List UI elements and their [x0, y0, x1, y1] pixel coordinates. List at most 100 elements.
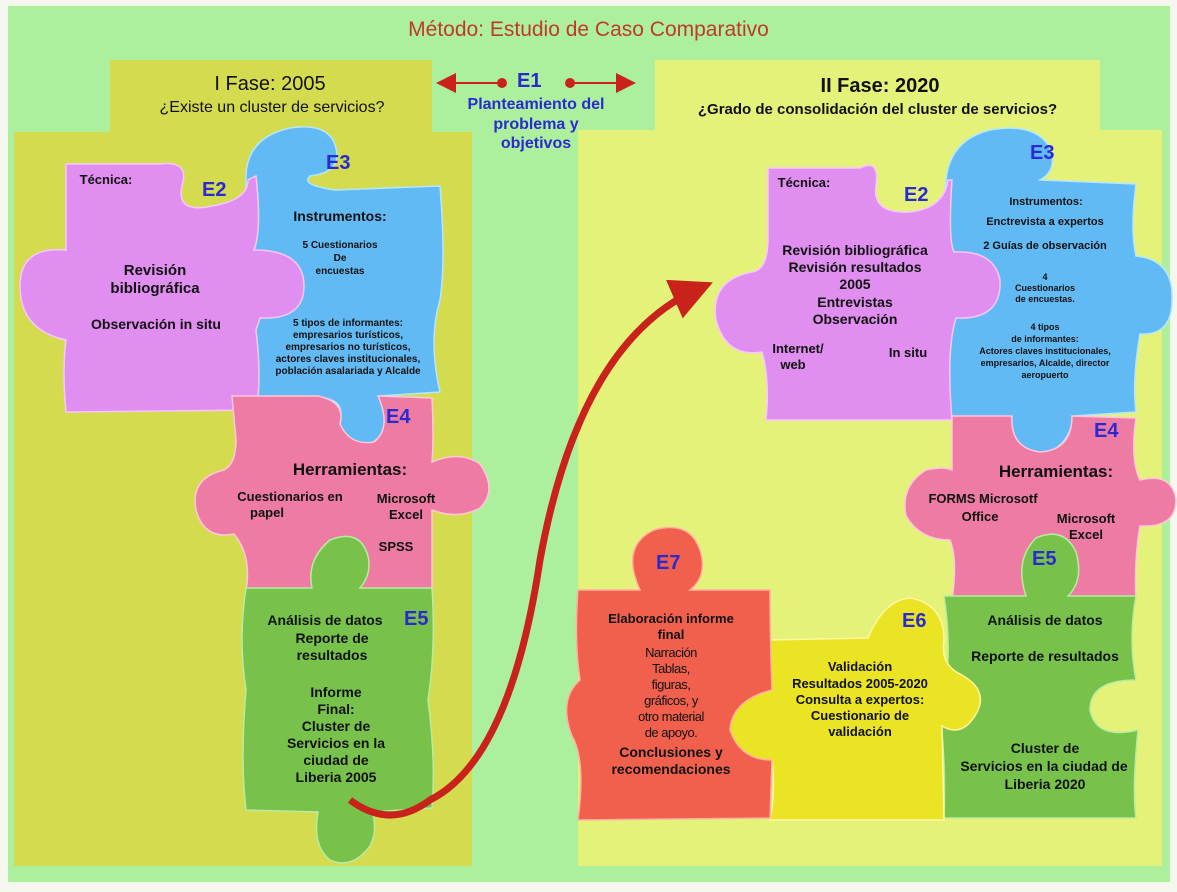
- phase2-e7-line6: gráficos, y: [644, 693, 698, 708]
- phase1-e5-final5: ciudad de: [303, 752, 369, 768]
- phase1-e2-item2: bibliográfica: [110, 280, 200, 297]
- phase2-e2-code: E2: [904, 184, 929, 206]
- phase1-e3-line1: 5 Cuestionarios: [302, 240, 378, 251]
- phase2-e6-line2: Resultados 2005-2020: [792, 676, 928, 691]
- phase1-e5-piece: [241, 535, 435, 864]
- phase2-e2-item7: In situ: [888, 345, 928, 360]
- phase2-e5-final2: Servicios en la ciudad de: [960, 758, 1128, 774]
- phase2-e7-line9: Conclusiones y: [619, 744, 723, 760]
- phase2-e2-item4: Entrevistas: [817, 294, 893, 310]
- phase2-e6-line4: Cuestionario de: [810, 708, 910, 723]
- phase2-e3-inf1: 4 tipos: [1030, 322, 1060, 332]
- phase1-e2-code: E2: [202, 179, 227, 201]
- phase2-e2-piece: [714, 164, 1001, 421]
- phase1-e3-line3: encuestas: [315, 266, 365, 277]
- phase1-e3-inf2: empresarios turísticos,: [292, 330, 404, 341]
- phase2-e2-item3: 2005: [839, 276, 871, 292]
- phase1-e4-tool2a: Microsoft: [376, 491, 436, 506]
- phase1-e5-line3: resultados: [296, 647, 368, 663]
- e1-line3: objetivos: [500, 135, 572, 153]
- phase1-question: ¿Existe un cluster de servicios?: [159, 99, 385, 116]
- phase2-e2-item5: Observación: [812, 311, 898, 327]
- phase-transition-arrow: [347, 279, 713, 819]
- e1-code: E1: [517, 70, 542, 92]
- phase1-e5-line1: Análisis de datos: [267, 612, 383, 628]
- phase2-e4-tool2b: Excel: [1069, 527, 1103, 542]
- phase2-e4-label: Herramientas:: [998, 462, 1114, 481]
- phase2-e7-line5: figuras,: [651, 677, 691, 692]
- phase1-e3-inf3: empresarios no turísticos,: [285, 342, 411, 353]
- phase2-e3-line3: 4: [1042, 272, 1048, 282]
- phase2-e2-item6a: Internet/: [772, 341, 824, 356]
- phase1-e3-code: E3: [326, 152, 351, 174]
- phase2-e5-code: E5: [1032, 548, 1057, 570]
- phase2-e6-line1: Validación: [827, 659, 893, 674]
- phase2-e7-line10: recomendaciones: [611, 761, 731, 777]
- phase2-e4-code: E4: [1094, 420, 1119, 442]
- phase2-e7-line4: Tablas,: [652, 661, 690, 676]
- phase2-e5-line1: Análisis de datos: [987, 612, 1103, 628]
- phase2-e3-inf5: aeropuerto: [1021, 370, 1069, 380]
- phase1-e4-tool1a: Cuestionarios en: [237, 489, 343, 504]
- phase2-e2-item6b: web: [780, 357, 806, 372]
- phase1-e5-line2: Reporte de: [295, 630, 369, 646]
- phase1-e3-inf5: población asalariada y Alcalde: [275, 366, 421, 377]
- phase1-e2-item1: Revisión: [123, 262, 187, 279]
- phase1-e2-item3: Observación in situ: [91, 316, 221, 332]
- phase2-e4-tool2a: Microsoft: [1056, 511, 1116, 526]
- e1-left-dot: [497, 78, 507, 88]
- phase2-e7-line3: Narración: [645, 645, 697, 660]
- e1-line2: problema y: [493, 115, 579, 133]
- phase1-e2-label: Técnica:: [79, 172, 133, 187]
- phase1-e5-final6: Liberia 2005: [295, 769, 377, 785]
- phase2-e3-inf3: Actores claves institucionales,: [979, 346, 1111, 356]
- phase2-e2-item1: Revisión bibliográfica: [782, 242, 928, 258]
- e1-right-dot: [565, 78, 575, 88]
- phase2-e6-line5: validación: [828, 724, 892, 739]
- phase2-e4-tool1a: FORMS Microsotf: [928, 491, 1038, 506]
- phase2-e3-line4: Cuestionarios: [1014, 283, 1075, 293]
- phase1-e3-inf4: actores claves institucionales,: [275, 354, 421, 365]
- phase1-e5-final1: Informe: [310, 684, 362, 700]
- phase2-e5-final3: Liberia 2020: [1004, 776, 1086, 792]
- phase1-e5-final2: Final:: [317, 701, 355, 717]
- phase2-e5-final1: Cluster de: [1010, 740, 1080, 756]
- phase2-e3-line2: 2 Guías de observación: [983, 240, 1107, 252]
- phase2-e3-inf2: de informantes:: [1011, 334, 1079, 344]
- phase2-question: ¿Grado de consolidación del cluster de s…: [697, 101, 1058, 118]
- phase2-e5-line2: Reporte de resultados: [971, 648, 1119, 664]
- e1-line1: Planteamiento del: [467, 96, 605, 113]
- phase1-e3-inf1: 5 tipos de informantes:: [292, 318, 403, 329]
- phase2-e3-line5: de encuestas.: [1015, 294, 1075, 304]
- e1-text: Planteamiento del problema y objetivos: [432, 95, 640, 154]
- phase1-e5-code: E5: [404, 608, 429, 630]
- phase2-heading: II Fase: 2020: [820, 75, 940, 97]
- phase1-e3-line2: De: [333, 253, 347, 264]
- phase1-e2-piece: [19, 162, 305, 413]
- phase2-e3-line1: Enctrevista a expertos: [986, 216, 1104, 228]
- phase2-e2-label: Técnica:: [777, 175, 831, 190]
- phase1-e4-tool2b: Excel: [389, 507, 423, 522]
- phase2-e6-line3: Consulta a expertos:: [795, 692, 925, 707]
- phase1-e4-label: Herramientas:: [292, 460, 408, 479]
- phase1-heading: I Fase: 2005: [214, 73, 326, 95]
- phase2-e4-tool1b: Office: [961, 509, 999, 524]
- phase2-e3-inf4: empresarios, Alcalde, director: [980, 358, 1110, 368]
- phase1-e4-tool1b: papel: [250, 505, 284, 520]
- phase2-e3-label: Instrumentos:: [1009, 196, 1083, 208]
- diagram-title: Método: Estudio de Caso Comparativo: [408, 18, 769, 41]
- phase2-e3-code: E3: [1030, 142, 1055, 164]
- phase1-e4-code: E4: [386, 406, 411, 428]
- phase1-e3-label: Instrumentos:: [293, 208, 387, 224]
- phase2-e4-piece: [904, 415, 1177, 601]
- phase1-e4-piece: [194, 395, 490, 591]
- phase2-e7-line7: otro material: [638, 709, 704, 724]
- phase2-e6-code: E6: [902, 610, 927, 632]
- phase2-e7-line1: Elaboración informe: [608, 611, 734, 626]
- phase1-e5-final3: Cluster de: [301, 718, 371, 734]
- phase2-e7-piece: [565, 526, 773, 821]
- phase1-e4-tool3: SPSS: [378, 539, 414, 554]
- phase2-e7-line8: de apoyo.: [644, 725, 698, 740]
